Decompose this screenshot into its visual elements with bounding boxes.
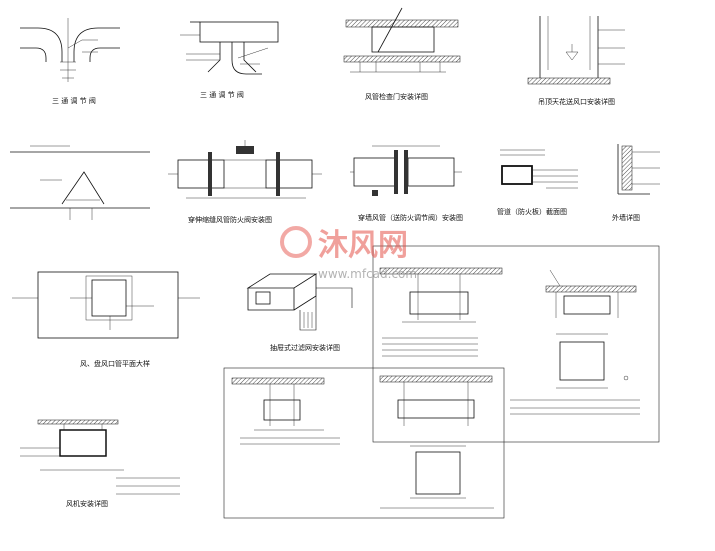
caption-three-way-valve-1: 三 通 调 节 阀 <box>52 96 96 105</box>
duct-section-drawing <box>500 149 578 189</box>
watermark-url: www.mfcad.com <box>318 267 417 281</box>
caption-filter-box: 抽屉式过滤网安装详图 <box>270 343 340 352</box>
caption-fan-install: 风机安装详图 <box>66 499 108 508</box>
watermark-logo-text: 沐风网 <box>318 228 408 263</box>
mounting-detail-panel-right <box>372 245 660 443</box>
fire-damper-floor-drawing <box>350 145 462 196</box>
fire-damper-wall-drawing <box>168 140 322 199</box>
fan-install-drawing <box>20 419 180 495</box>
ceiling-vent-drawing <box>527 16 625 85</box>
access-door-drawing <box>343 7 461 73</box>
caption-duct-access-door: 风管检查门安装详图 <box>365 92 428 101</box>
sloped-duct-drawing <box>10 145 150 220</box>
caption-fire-damper-floor: 穿墙风管（送防火调节阀）安装图 <box>358 213 463 222</box>
wall-detail-drawing <box>617 144 660 195</box>
caption-fire-damper-wall: 穿伸缩缝风管防火阀安装图 <box>188 215 272 224</box>
caption-duct-section: 管道（防火板）截面图 <box>497 207 567 216</box>
caption-ceiling-vent: 吊顶天花送风口安装详图 <box>538 97 615 106</box>
duct-coil-plan-drawing <box>12 271 200 339</box>
mounting-detail-panel-bottom <box>223 367 505 519</box>
three-way-valve-drawing-2 <box>180 21 279 75</box>
caption-wall-detail: 外墙详图 <box>612 213 640 222</box>
filter-box-drawing <box>246 273 353 331</box>
watermark: 沐风网 www.mfcad.com <box>280 226 417 281</box>
three-way-valve-drawing-1 <box>20 18 120 82</box>
caption-duct-coil-plan: 风、盘风口管平面大样 <box>80 359 150 368</box>
caption-three-way-valve-2: 三 通 调 节 阀 <box>200 90 244 99</box>
